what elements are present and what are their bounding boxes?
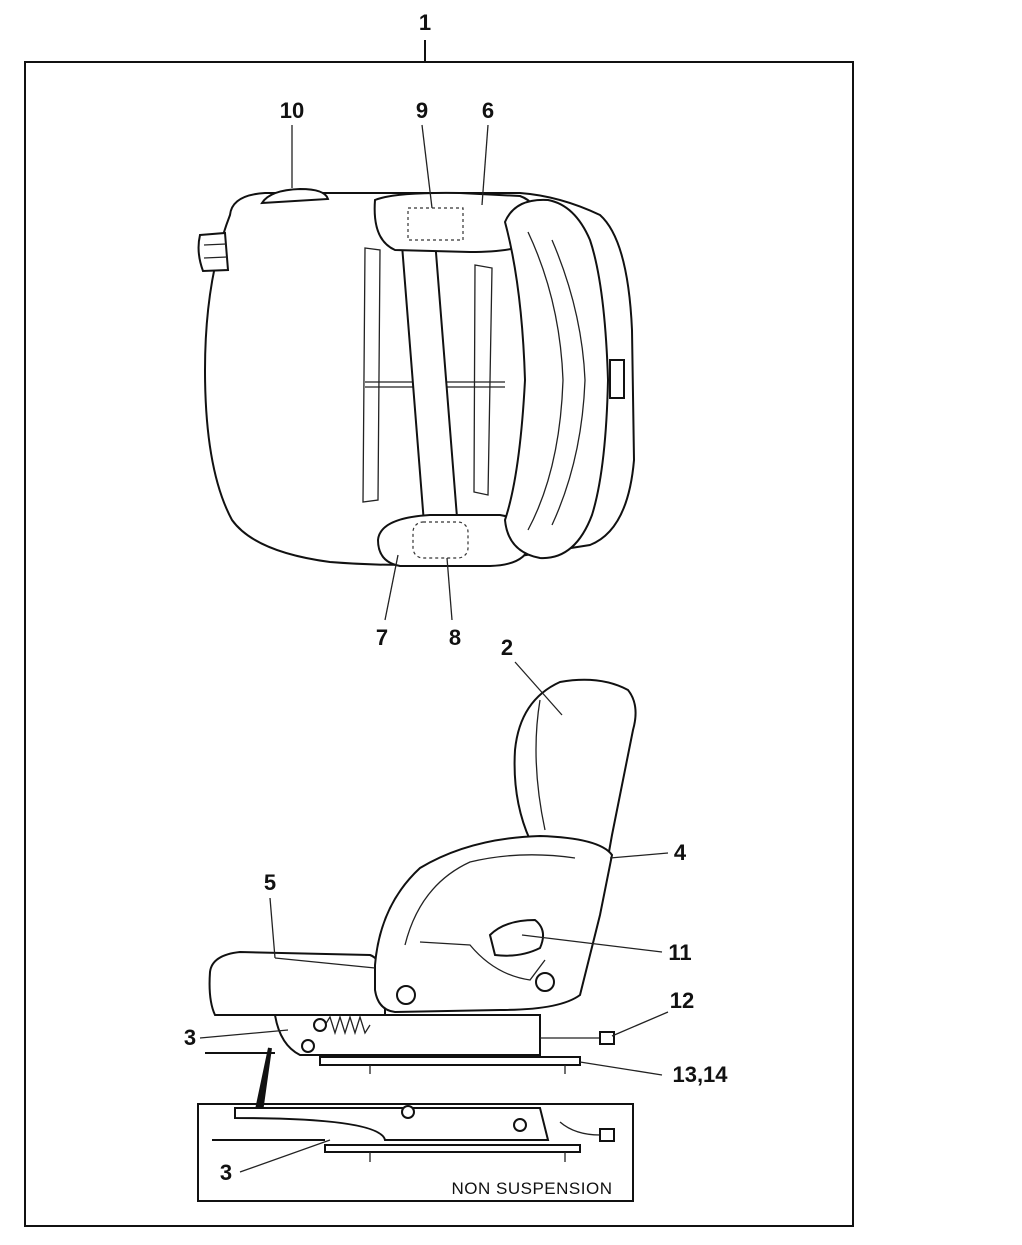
lever-10 bbox=[260, 187, 330, 205]
inset-frame bbox=[197, 1103, 634, 1202]
callout-12: 12 bbox=[670, 988, 694, 1013]
callout-7: 7 bbox=[376, 625, 388, 650]
callout-2: 2 bbox=[501, 635, 513, 660]
spring bbox=[324, 1014, 371, 1036]
seat-side-view bbox=[205, 678, 637, 1107]
armrest-side bbox=[374, 834, 614, 1014]
callout-8: 8 bbox=[449, 625, 461, 650]
callout-3-lower: 3 bbox=[220, 1160, 232, 1185]
cushion-side bbox=[208, 950, 386, 1016]
inset-caption: NON SUSPENSION bbox=[452, 1179, 613, 1198]
seat-top-view bbox=[197, 187, 636, 567]
callout-3-upper: 3 bbox=[184, 1025, 196, 1050]
inset-arrow bbox=[255, 1047, 272, 1107]
adjust-knob bbox=[197, 231, 230, 273]
callout-13-14: 13,14 bbox=[672, 1062, 728, 1087]
non-suspension-inset: NON SUSPENSION bbox=[197, 1103, 634, 1202]
assembly-frame bbox=[24, 61, 854, 1227]
callout-6: 6 bbox=[482, 98, 494, 123]
callout-9: 9 bbox=[416, 98, 428, 123]
callout-5: 5 bbox=[264, 870, 276, 895]
suspension-frame bbox=[273, 1014, 541, 1056]
callout-4: 4 bbox=[674, 840, 687, 865]
callout-1: 1 bbox=[419, 10, 431, 35]
backrest-top bbox=[503, 198, 610, 560]
slide-rail bbox=[319, 1056, 581, 1066]
callout-10: 10 bbox=[280, 98, 304, 123]
recline-lever bbox=[488, 918, 545, 957]
callout-11: 11 bbox=[668, 940, 691, 965]
